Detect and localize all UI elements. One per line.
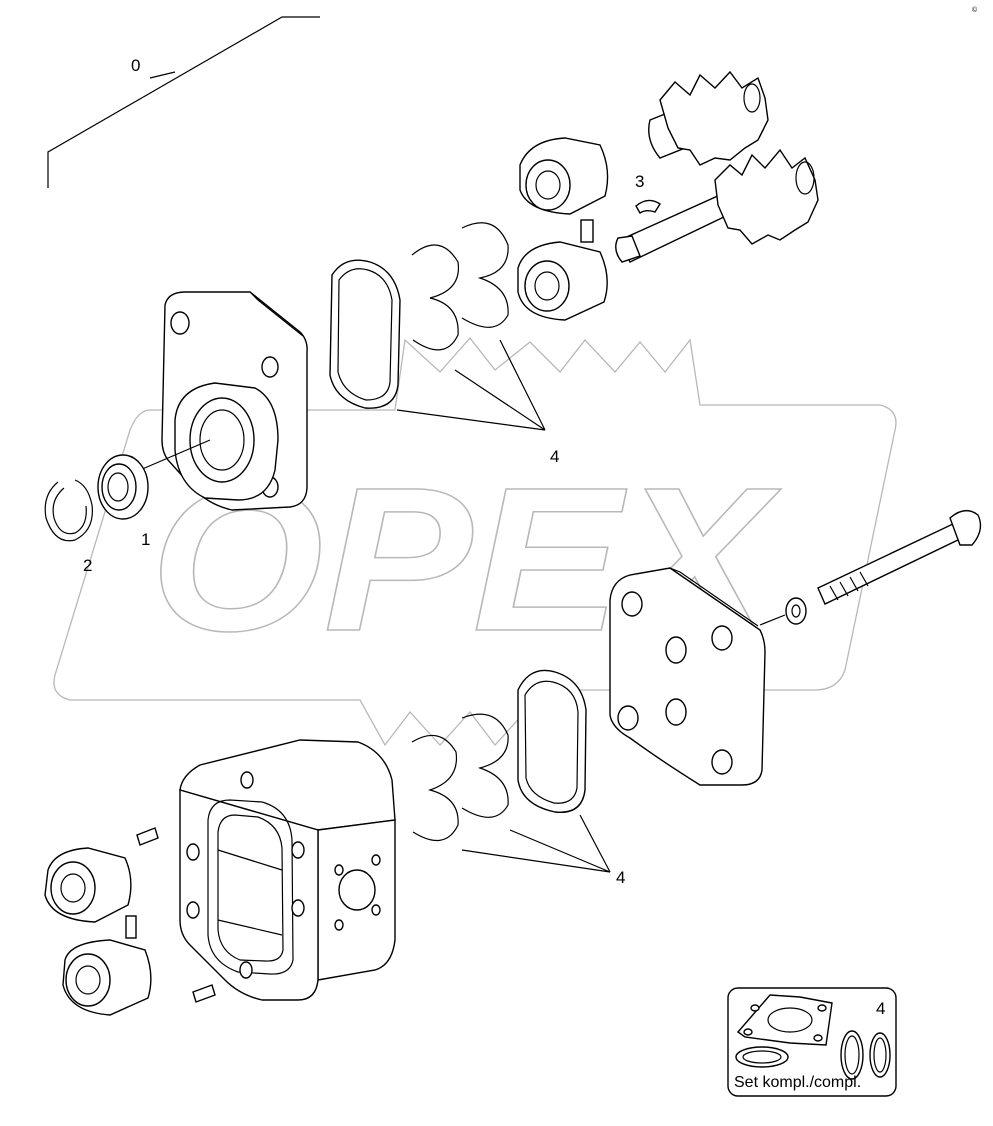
callout-4-lower: 4 [616,868,625,887]
callout-2: 2 [83,556,92,575]
circlip [44,479,93,542]
seal-kit-inset [727,987,897,1097]
lower-oval-seal [517,669,587,814]
watermark-gear-outline [53,336,897,747]
key-pin [580,199,661,243]
inset-caption: Set kompl./compl. [734,1074,861,1091]
upper-bushing-bottom [517,241,608,321]
upper-bushing-top [519,137,609,215]
rear-cover [609,567,766,786]
upper-gear [648,70,769,166]
lower-b-seal-1 [411,734,459,841]
callout-4-upper: 4 [550,447,559,466]
upper-oval-seal [329,259,401,409]
lower-b-seal-2 [461,713,509,818]
shaft-seal [97,454,149,520]
lower-bushing-top [44,847,132,923]
pump-body [179,739,396,1001]
callout-4-lower-leaders [461,814,611,873]
callout-1: 1 [141,530,150,549]
inset-callout-4: 4 [876,999,885,1018]
dowel-pins [125,827,216,1003]
assembly-bracket [47,16,320,188]
front-cover [139,291,308,511]
corner-mark: © [972,6,978,14]
lower-bushing-bottom [62,939,152,1016]
callout-0: 0 [131,56,140,75]
callout-3: 3 [635,172,644,191]
drive-gear-shaft [615,148,819,263]
bolt [759,510,982,626]
upper-b-seal-2 [461,222,509,328]
callout-4-upper-leaders [396,339,546,431]
upper-b-seal-1 [411,244,460,351]
